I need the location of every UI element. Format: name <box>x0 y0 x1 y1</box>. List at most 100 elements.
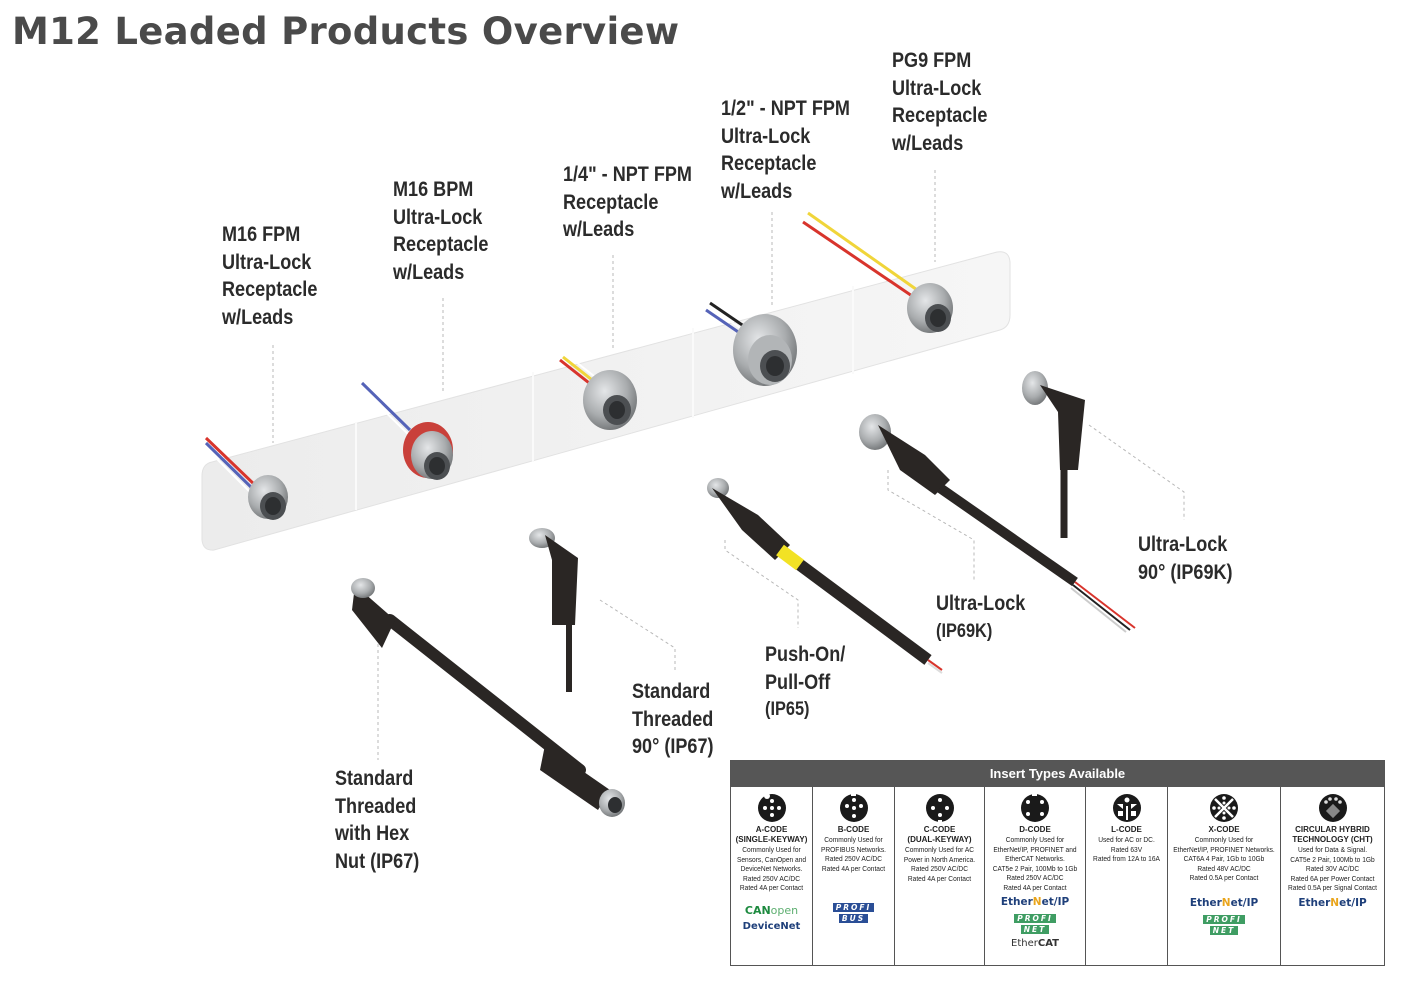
a-code-pin-icon <box>757 793 786 822</box>
desc-line: CAT6A 4 Pair, 1Gb to 10Gb <box>1183 854 1265 863</box>
canopen-logo: CANopen <box>744 903 799 917</box>
desc-line: Rated 250V AC/DC <box>825 854 882 863</box>
insert-code-name: D-CODE <box>985 825 1085 835</box>
label-line: 90° (IP67) <box>632 735 714 758</box>
desc-line: Commonly Used for AC <box>904 845 975 854</box>
label-line: 1/2" - NPT FPM <box>721 97 850 120</box>
desc-line: Rated 4A per Contact <box>821 863 886 873</box>
label-line: Threaded <box>632 707 714 731</box>
label-line: 90° (IP69K) <box>1138 560 1233 584</box>
ethernetip-logo: EtherNet/IP <box>1298 896 1367 909</box>
label-m16-bpm-receptacle: M16 BPM Ultra-Lock Receptacle w/Leads <box>393 176 488 286</box>
label-ultra-lock: Ultra-Lock (IP69K) <box>936 590 1025 645</box>
label-ultra-lock-90: Ultra-Lock 90° (IP69K) <box>1138 531 1233 586</box>
insert-description: Commonly Used for Sensors, CanOpen and D… <box>734 845 809 893</box>
label-standard-threaded-hex-nut: Standard Threaded with Hex Nut (IP67) <box>335 765 419 875</box>
label-line: w/Leads <box>393 260 465 284</box>
label-half-npt-receptacle: 1/2" - NPT FPM Ultra-Lock Receptacle w/L… <box>721 95 850 205</box>
desc-line: Commonly Used for <box>824 835 883 844</box>
insert-column-d-code: D-CODE Commonly Used for EtherNet/IP, PR… <box>985 787 1086 965</box>
cable-ultra-lock <box>859 414 1136 633</box>
desc-line: Rated 250V AC/DC <box>1006 873 1064 882</box>
label-standard-threaded-90: Standard Threaded 90° (IP67) <box>632 678 714 761</box>
code-name-line: C-CODE <box>923 825 956 834</box>
desc-line: Rated 4A per Contact <box>1003 882 1067 892</box>
desc-line: Rated 0.5A per Contact <box>1189 873 1259 882</box>
insert-column-c-code: C-CODE(DUAL-KEYWAY) Commonly Used for AC… <box>895 787 985 965</box>
page-title: M12 Leaded Products Overview <box>12 10 680 53</box>
insert-code-name: L-CODE <box>1086 825 1167 835</box>
label-line: Receptacle <box>892 104 988 127</box>
cable-ultra-lock-90 <box>1022 371 1085 538</box>
label-push-on-pull-off: Push-On/ Pull-Off (IP65) <box>765 641 845 724</box>
label-line: Standard <box>632 680 711 703</box>
desc-line: EtherNet/IP, PROFINET Networks. <box>1173 844 1275 854</box>
insert-description: Used for AC or DC. Rated 63V Rated from … <box>1089 835 1164 864</box>
desc-line: Used for Data & Signal. <box>1297 845 1368 854</box>
code-name-line: D-CODE <box>1019 825 1051 834</box>
label-line: Ultra-Lock <box>721 124 811 148</box>
receptacle-pg9 <box>802 211 953 333</box>
c-code-pin-icon <box>925 794 954 823</box>
desc-line: Rated 4A per Contact <box>739 883 804 892</box>
label-line: Standard <box>335 767 414 790</box>
desc-line: Rated from 12A to 16A <box>1093 854 1160 863</box>
ethercat-logo: EtherCAT <box>1011 938 1059 949</box>
label-line: Ultra-Lock <box>393 205 483 229</box>
code-name-line: X-CODE <box>1208 825 1240 834</box>
label-line: Ultra-Lock <box>936 592 1026 615</box>
label-line: Receptacle <box>721 152 817 175</box>
label-line: Threaded <box>335 794 417 818</box>
desc-line: DeviceNet Networks. <box>740 864 803 873</box>
insert-types-table: Insert Types Available A-CODE(SINGLE-KEY… <box>730 760 1385 966</box>
insert-description: Commonly Used for EtherNet/IP, PROFINET … <box>1172 835 1275 883</box>
code-name-line: (SINGLE-KEYWAY) <box>735 835 808 844</box>
label-line: w/Leads <box>222 305 294 329</box>
label-line: Receptacle <box>222 278 318 301</box>
l-code-pin-icon <box>1112 794 1141 822</box>
label-quarter-npt-receptacle: 1/4" - NPT FPM Receptacle w/Leads <box>563 161 692 244</box>
desc-line: Commonly Used for <box>1194 835 1254 844</box>
insert-column-a-code: A-CODE(SINGLE-KEYWAY) Commonly Used for … <box>731 787 813 965</box>
label-line: Nut (IP67) <box>335 849 420 873</box>
label-line: Ultra-Lock <box>222 250 312 274</box>
label-line: Ultra-Lock <box>892 76 982 100</box>
desc-line: Rated 0.5A per Signal Contact <box>1288 883 1377 892</box>
label-pg9-receptacle: PG9 FPM Ultra-Lock Receptacle w/Leads <box>892 47 987 157</box>
code-name-line: A-CODE <box>755 825 788 834</box>
label-line: M16 FPM <box>222 223 301 246</box>
desc-line: Rated 30V AC/DC <box>1305 864 1360 873</box>
table-header: Insert Types Available <box>731 761 1384 787</box>
desc-line: CAT5e 2 Pair, 100Mb to 1Gb <box>992 863 1078 873</box>
label-m16-fpm-receptacle: M16 FPM Ultra-Lock Receptacle w/Leads <box>222 221 317 331</box>
desc-line: Rated 48V AC/DC <box>1197 863 1251 873</box>
desc-line: Rated 4A per Contact <box>907 873 972 883</box>
insert-description: Commonly Used for AC Power in North Amer… <box>899 845 981 883</box>
ethernetip-logo: EtherNet/IP <box>1189 896 1259 909</box>
insert-description: Commonly Used for PROFIBUS Networks. Rat… <box>816 835 891 873</box>
desc-line: EtherNet/IP, PROFINET and <box>993 844 1077 854</box>
label-line: Ultra-Lock <box>1138 533 1228 556</box>
d-code-pin-icon <box>1021 793 1049 822</box>
cable-standard-threaded-hex-nut <box>351 578 625 817</box>
label-line: w/Leads <box>563 218 635 241</box>
receptacle-quarter-npt <box>559 353 637 430</box>
b-code-pin-icon <box>839 793 868 822</box>
label-line: 1/4" - NPT FPM <box>563 163 692 186</box>
desc-line: Rated 250V AC/DC <box>911 864 968 873</box>
cable-push-on-pull-off <box>707 478 943 674</box>
insert-code-name: X-CODE <box>1168 825 1280 835</box>
desc-line: CAT5e 2 Pair, 100Mb to 1Gb <box>1290 854 1375 864</box>
insert-column-b-code: B-CODE Commonly Used for PROFIBUS Networ… <box>813 787 895 965</box>
desc-line: PROFIBUS Networks. <box>820 844 887 854</box>
desc-line: Rated 6A per Power Contact <box>1290 873 1375 883</box>
label-line: Push-On/ <box>765 643 846 666</box>
code-name-line: TECHNOLOGY (CHT) <box>1292 835 1373 844</box>
insert-column-x-code: X-CODE Commonly Used for EtherNet/IP, PR… <box>1168 787 1281 965</box>
